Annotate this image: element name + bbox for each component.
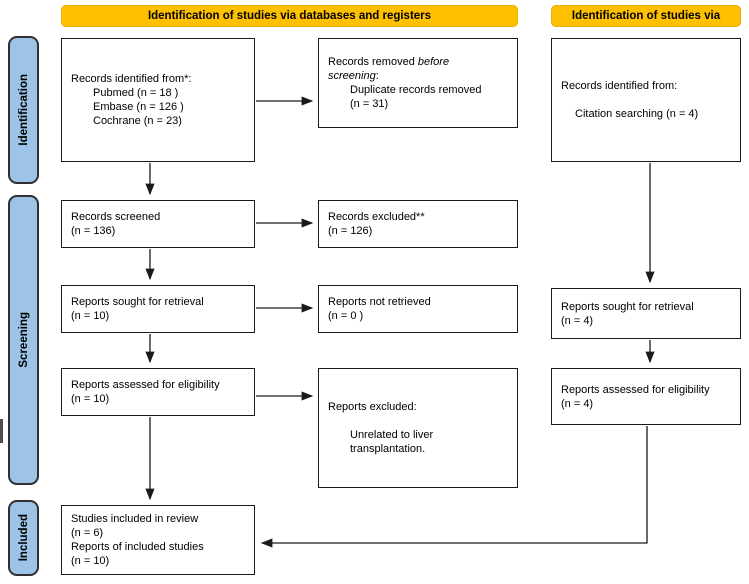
header-databases-registers-label: Identification of studies via databases … <box>147 10 432 22</box>
box-records-screened: Records screened (n = 136) <box>61 200 255 248</box>
box-records-identified-citation: Records identified from: Citation search… <box>551 38 741 162</box>
box-reports-assessed-citation: Reports assessed for eligibility (n = 4) <box>551 368 741 425</box>
box-reports-not-retrieved: Reports not retrieved (n = 0 ) <box>318 285 518 333</box>
header-other-methods: Identification of studies via <box>551 5 741 27</box>
header-databases-registers: Identification of studies via databases … <box>61 5 518 27</box>
header-other-methods-label: Identification of studies via <box>571 10 721 22</box>
box-reports-excluded: Reports excluded: Unrelated to liver tra… <box>318 368 518 488</box>
stage-label-screening: Screening <box>8 195 39 485</box>
box-records-removed: Records removed before screening: Duplic… <box>318 38 518 128</box>
stage-label-included: Included <box>8 500 39 576</box>
box-reports-assessed-databases: Reports assessed for eligibility (n = 10… <box>61 368 255 416</box>
box-reports-sought-databases: Reports sought for retrieval (n = 10) <box>61 285 255 333</box>
box-records-excluded: Records excluded** (n = 126) <box>318 200 518 248</box>
stage-label-identification: Identification <box>8 36 39 184</box>
edge-artifact <box>0 419 3 443</box>
box-studies-included: Studies included in review (n = 6) Repor… <box>61 505 255 575</box>
box-records-identified-databases: Records identified from*: Pubmed (n = 18… <box>61 38 255 162</box>
box-reports-sought-citation: Reports sought for retrieval (n = 4) <box>551 288 741 339</box>
